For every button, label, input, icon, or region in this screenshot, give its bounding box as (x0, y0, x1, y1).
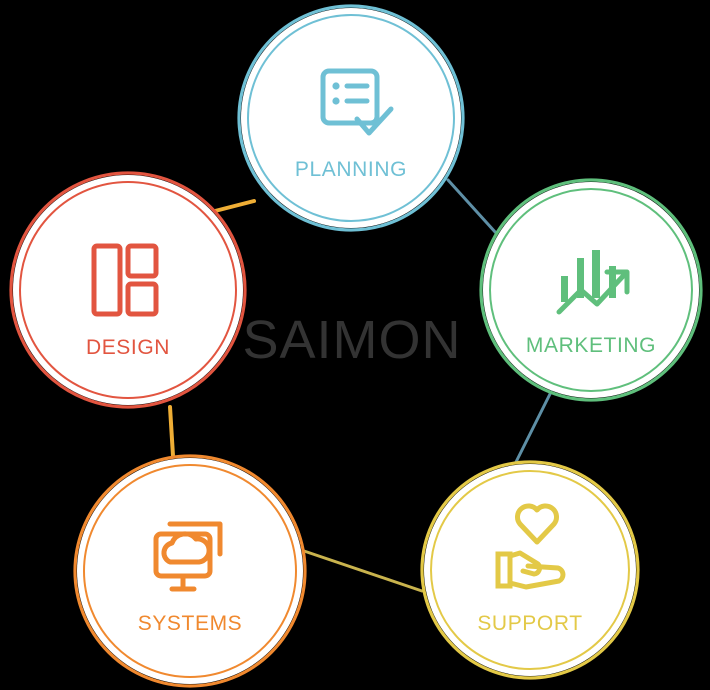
connector-design-to-planning (213, 199, 256, 213)
node-design-inner-ring (19, 181, 237, 399)
node-marketing-outer-ring (479, 178, 703, 402)
connector-systems-to-design (168, 405, 175, 458)
node-support-inner-ring (430, 470, 630, 670)
node-systems-outer-ring (73, 454, 307, 688)
node-planning-label: PLANNING (295, 158, 407, 181)
node-marketing-inner-ring (489, 188, 693, 392)
growth-chart-icon (556, 250, 630, 315)
node-design[interactable]: DESIGN (9, 171, 247, 409)
node-design-label: DESIGN (86, 336, 170, 359)
center-brand-title: SAIMON (242, 310, 461, 370)
node-planning-fill (241, 8, 461, 228)
connector-group (168, 178, 553, 593)
node-systems[interactable]: SYSTEMS (73, 454, 307, 688)
node-support-label: SUPPORT (477, 612, 582, 635)
cloud-monitor-icon (153, 521, 223, 592)
connector-marketing-to-support (514, 390, 553, 464)
checklist-check-icon (320, 68, 394, 136)
hand-heart-icon (495, 503, 566, 590)
node-support[interactable]: SUPPORT (420, 460, 640, 680)
node-systems-fill (77, 458, 303, 684)
node-marketing-label: MARKETING (526, 334, 656, 357)
node-support-outer-ring (420, 460, 640, 680)
node-systems-inner-ring (83, 464, 297, 678)
node-planning[interactable]: PLANNING (237, 4, 465, 232)
connector-planning-to-marketing (446, 178, 498, 235)
connector-support-to-systems (302, 549, 424, 593)
node-planning-inner-ring (247, 14, 455, 222)
node-planning-outer-ring (237, 4, 465, 232)
node-systems-label: SYSTEMS (138, 612, 243, 635)
node-support-fill (424, 464, 636, 676)
node-marketing-fill (483, 182, 699, 398)
node-design-outer-ring (9, 171, 247, 409)
layout-grid-icon (91, 243, 159, 317)
node-marketing[interactable]: MARKETING (479, 178, 703, 402)
